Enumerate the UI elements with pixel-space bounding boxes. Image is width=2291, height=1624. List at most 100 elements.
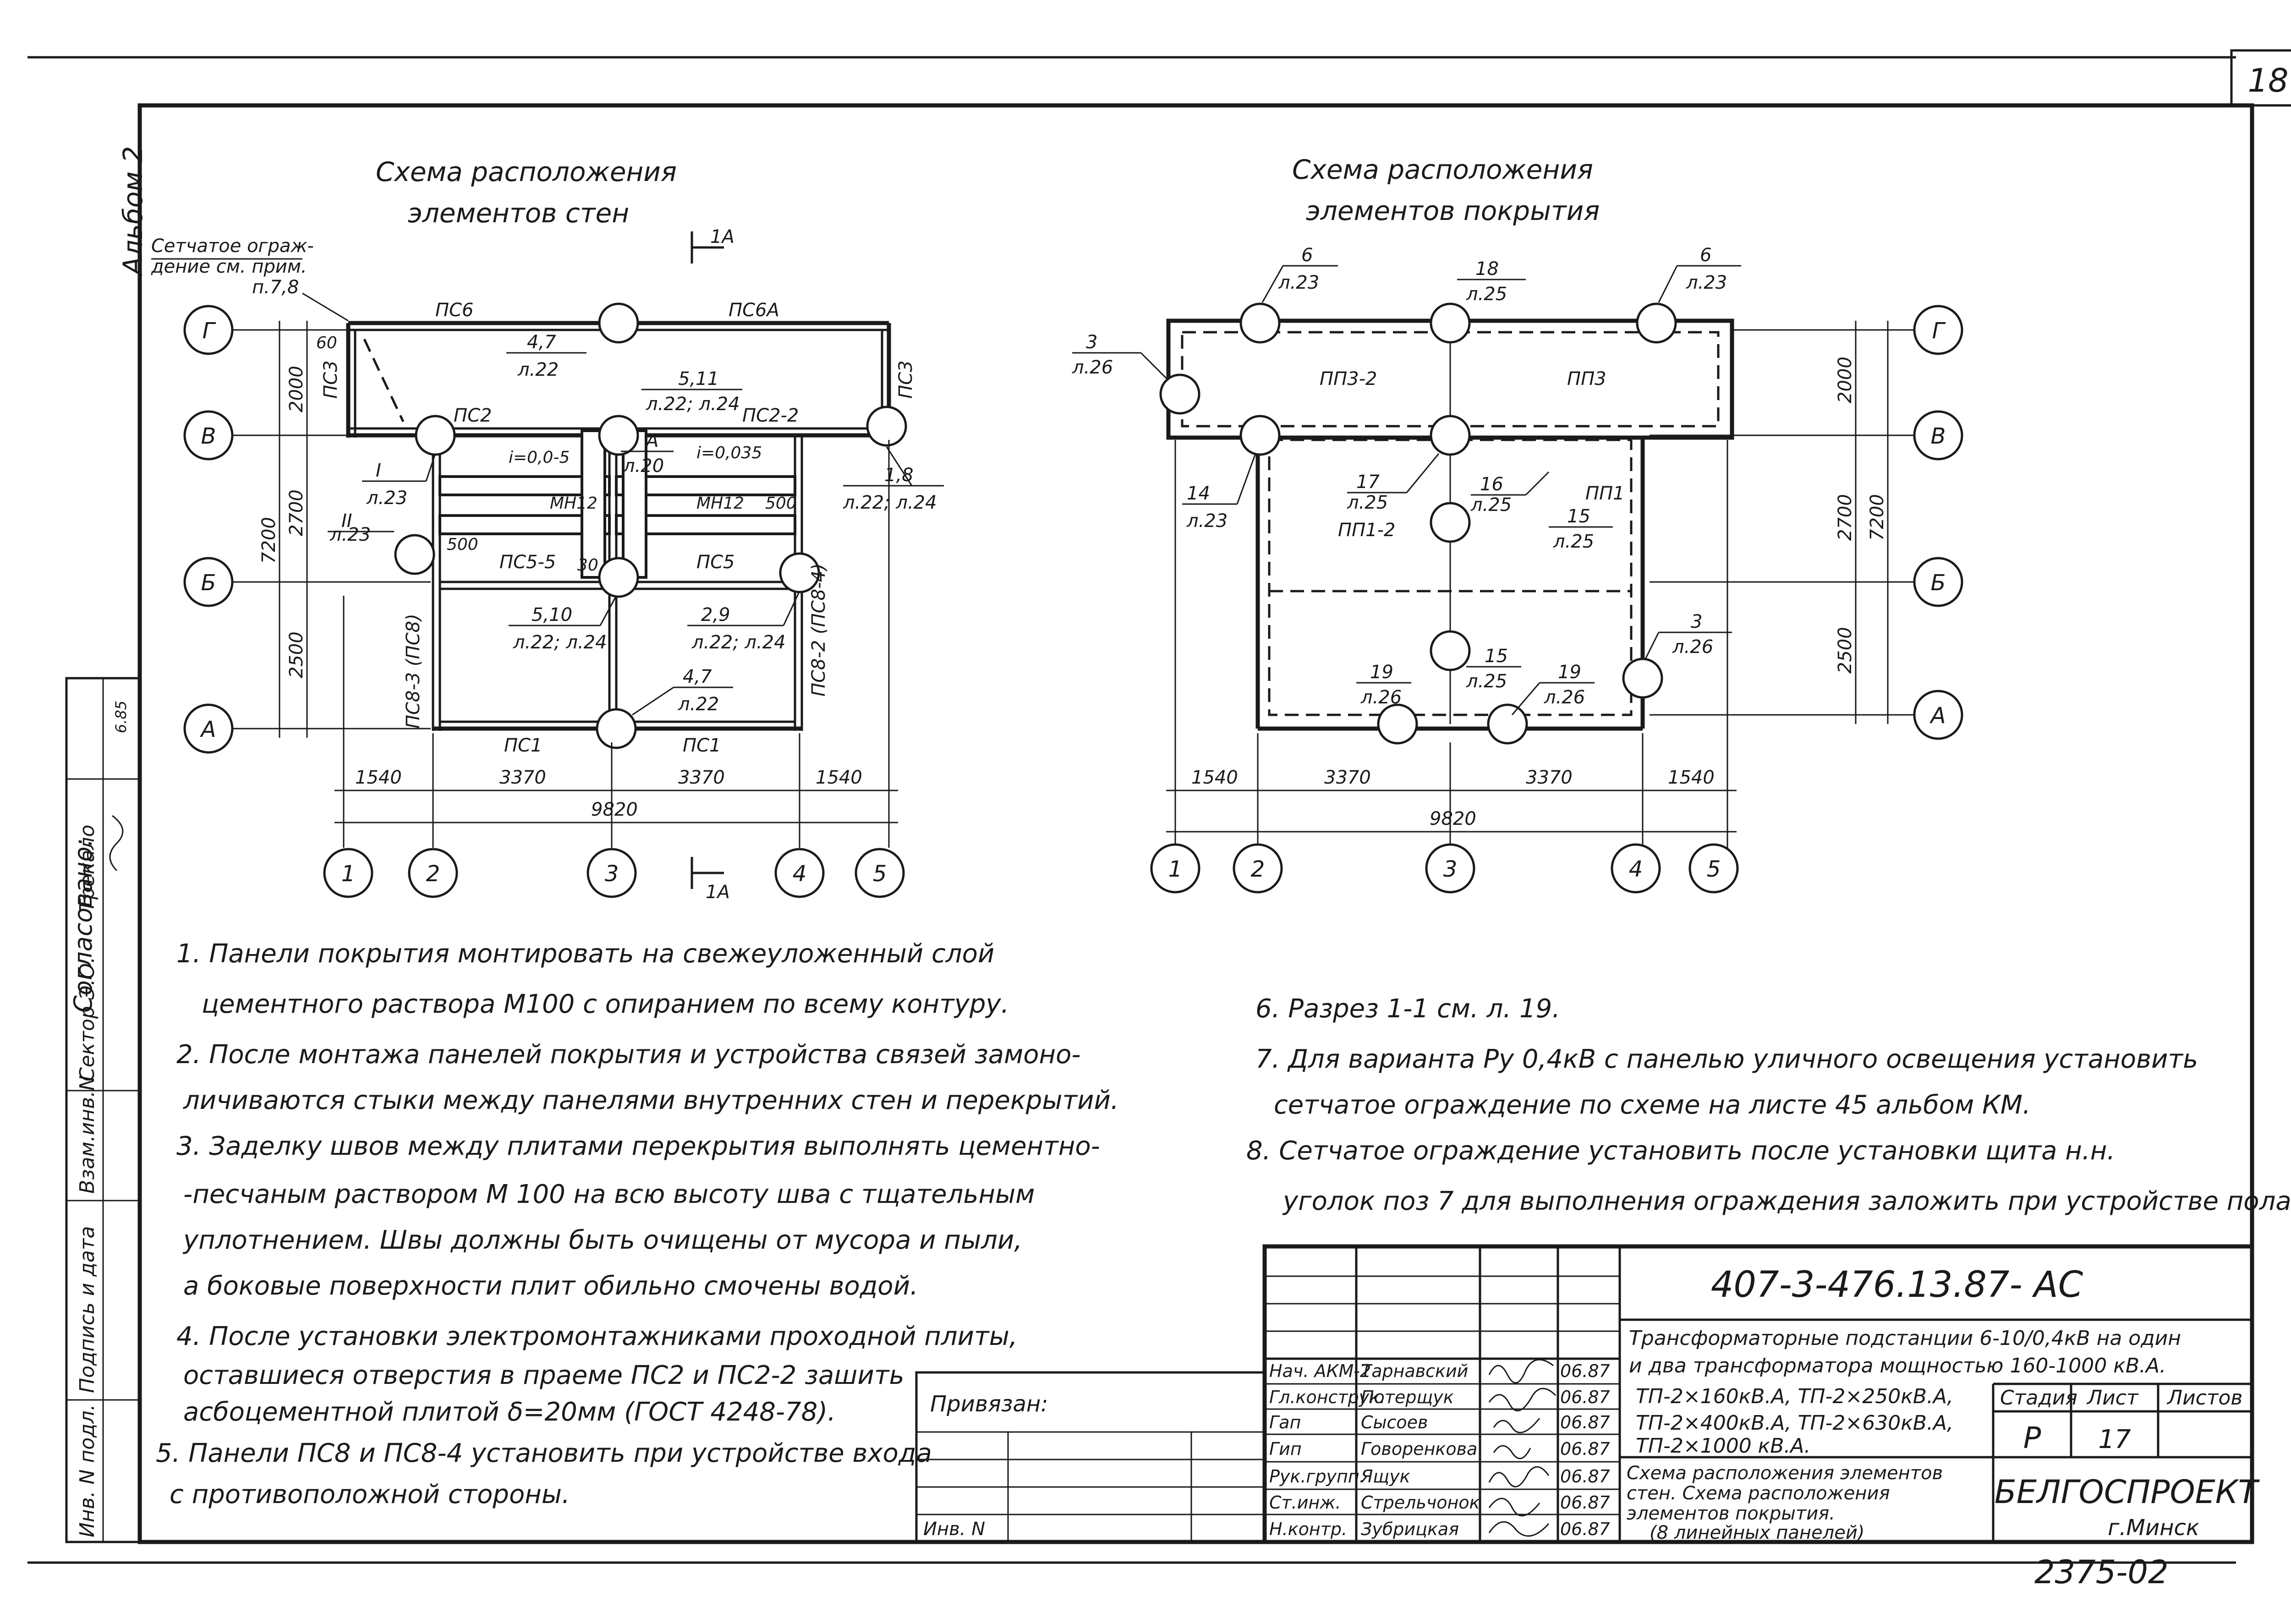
- dim-1540-right-b: 1540: [1668, 767, 1715, 788]
- svg-text:Гип: Гип: [1269, 1439, 1302, 1459]
- label-pp1: ПП1: [1585, 483, 1625, 504]
- note-7-a: 7. Для варианта Ру 0,4кВ с панелью уличн…: [1255, 1044, 2198, 1074]
- notes-left: 1. Панели покрытия монтировать на свежеу…: [156, 939, 1119, 1509]
- callout-I: I л.23: [362, 453, 436, 509]
- variants-line2: ТП-2×400кВ.А, ТП-2×630кВ.А,: [1636, 1411, 1953, 1435]
- axis-col-4-right: 4: [1629, 856, 1643, 882]
- svg-text:16: 16: [1480, 474, 1503, 495]
- dim-3370-right-a: 3370: [1324, 767, 1371, 788]
- walls-title-line2: элементов стен: [408, 198, 629, 229]
- walls-plan: Схема расположения элементов стен 1А Сет…: [151, 156, 944, 756]
- svg-text:л.26: л.26: [1072, 357, 1113, 378]
- sheet-number-box: [2230, 49, 2291, 107]
- svg-text:06.87: 06.87: [1560, 1492, 1610, 1513]
- dim-9820-right: 9820: [1430, 808, 1476, 829]
- svg-text:л.26: л.26: [1672, 636, 1713, 658]
- staff-row-3: Гап Сысоев 06.87: [1269, 1412, 1610, 1432]
- project-line1: Трансформаторные подстанции 6-10/0,4кВ н…: [1629, 1327, 2181, 1350]
- roof-callout-6-left: 6 л.23: [1261, 245, 1338, 303]
- label-ps8-2: ПС8-2 (ПС8-4): [808, 563, 829, 697]
- callout-4-7-bottom: 4,7 л.22: [632, 666, 733, 716]
- label-ps5-5: ПС5-5: [499, 552, 556, 573]
- label-mn12-left: МН12: [550, 494, 597, 513]
- dim-500-left: 500: [447, 535, 478, 554]
- project-line2: и два трансформатора мощностью 160-1000 …: [1629, 1354, 2166, 1377]
- svg-text:2,9: 2,9: [701, 604, 730, 625]
- drawing-line3: элементов покрытия.: [1627, 1503, 1835, 1524]
- svg-text:Тарнавский: Тарнавский: [1361, 1361, 1468, 1381]
- dim-3370-left-b: 3370: [678, 767, 725, 788]
- roof-callout-15-top: 15 л.25: [1549, 506, 1613, 552]
- stamp-signature: [109, 815, 124, 872]
- org-city: г.Минск: [2108, 1515, 2199, 1541]
- staff-row-7: Н.контр. Зубрицкая 06.87: [1269, 1519, 1610, 1539]
- dim-1540-left-b: 1540: [816, 767, 862, 788]
- svg-text:л.22: л.22: [678, 694, 719, 715]
- variants-line3: ТП-2×1000 кВ.А.: [1636, 1434, 1811, 1458]
- fence-note-1: Сетчатое ограж-: [151, 236, 314, 257]
- dim-500-right: 500: [765, 494, 797, 513]
- roof-plan-axes: Г В Б А 2000 2700 2500 7200 1540 3370 33…: [1150, 305, 1963, 894]
- svg-text:л.22; л.24: л.22; л.24: [691, 632, 786, 653]
- staff-row-4: Гип Говоренкова 06.87: [1269, 1439, 1610, 1459]
- svg-text:6: 6: [1301, 245, 1313, 266]
- note-3-a: 3. Заделку швов между плитами перекрытия…: [176, 1131, 1100, 1161]
- axis-row-V-right: В: [1931, 423, 1946, 449]
- dim-3370-right-b: 3370: [1526, 767, 1573, 788]
- stamp-sign-date: Подпись и дата: [76, 1226, 99, 1393]
- svg-text:17: 17: [1356, 472, 1380, 493]
- label-mn12-right: МН12: [696, 494, 744, 513]
- svg-text:4,7: 4,7: [683, 666, 712, 687]
- note-6: 6. Разрез 1-1 см. л. 19.: [1255, 994, 1560, 1024]
- svg-text:06.87: 06.87: [1560, 1412, 1610, 1432]
- stage-header: Стадия: [2000, 1386, 2077, 1410]
- svg-text:л.22; л.24: л.22; л.24: [513, 632, 607, 653]
- label-pp3-2: ПП3-2: [1320, 368, 1377, 390]
- staff-row-5: Рук.групп. Ящук 06.87: [1269, 1466, 1610, 1487]
- svg-text:Потерщук: Потерщук: [1361, 1387, 1454, 1407]
- roof-callout-19-right: 19 л.26: [1511, 662, 1595, 715]
- axis-col-2-left: 2: [426, 861, 440, 887]
- svg-text:3: 3: [1086, 332, 1097, 353]
- svg-text:А: А: [645, 430, 658, 451]
- svg-text:л.22; л.24: л.22; л.24: [646, 394, 740, 415]
- svg-text:06.87: 06.87: [1560, 1439, 1610, 1459]
- label-ps6: ПС6: [435, 300, 473, 321]
- svg-text:л.25: л.25: [1466, 671, 1507, 692]
- note-7-b: сетчатое ограждение по схеме на листе 45…: [1274, 1090, 2031, 1120]
- left-stamp: Согласовано: Сектор Э.О. Трекало 6.85 Вз…: [65, 677, 141, 1543]
- label-ps2: ПС2: [454, 405, 492, 426]
- callout-2-9: 2,9 л.22; л.24: [687, 591, 800, 653]
- note-5-b: с противоположной стороны.: [170, 1480, 570, 1509]
- roof-title-line2: элементов покрытия: [1306, 195, 1600, 226]
- label-ps1-left: ПС1: [504, 735, 542, 756]
- fence-note-2: дение см. прим.: [151, 256, 307, 277]
- note-4-b: оставшиеся отверстия в праеме ПС2 и ПС2-…: [183, 1361, 904, 1390]
- svg-text:5,11: 5,11: [678, 368, 719, 390]
- svg-text:06.87: 06.87: [1560, 1361, 1610, 1381]
- doc-code: 407-3-476.13.87- АС: [1711, 1264, 2083, 1306]
- note-3-d: а боковые поверхности плит обильно смоче…: [183, 1271, 918, 1301]
- note-3-b: -песчаным раствором М 100 на всю высоту …: [183, 1180, 1035, 1209]
- note-2-a: 2. После монтажа панелей покрытия и устр…: [176, 1040, 1081, 1070]
- label-ps5: ПС5: [696, 552, 734, 573]
- title-block: Нач. АКМ-2 Тарнавский 06.87 Гл.конструк.…: [1262, 1244, 2260, 1544]
- svg-text:15: 15: [1485, 646, 1508, 667]
- axis-row-B-left: Б: [201, 570, 216, 596]
- drawing-line4: (8 линейных панелей): [1650, 1522, 1864, 1543]
- label-ps1-right: ПС1: [683, 735, 721, 756]
- svg-text:I: I: [376, 460, 381, 481]
- label-pp3: ПП3: [1567, 368, 1606, 390]
- privyazan-inv: Инв. N: [923, 1519, 985, 1540]
- label-ps3-left: ПС3: [320, 361, 341, 399]
- dim-3370-left-a: 3370: [499, 767, 546, 788]
- roof-callout-18: 18 л.25: [1457, 258, 1526, 305]
- axis-col-4-left: 4: [793, 861, 807, 887]
- note-8-a: 8. Сетчатое ограждение установить после …: [1246, 1136, 2115, 1166]
- axis-col-2-right: 2: [1251, 856, 1265, 882]
- axis-col-5-right: 5: [1707, 856, 1721, 882]
- note-2-b: личиваются стыки между панелями внутренн…: [183, 1086, 1119, 1115]
- privyazan-block: Привязан: Инв. N: [915, 1371, 1266, 1543]
- svg-text:Рук.групп.: Рук.групп.: [1269, 1466, 1365, 1487]
- note-4-a: 4. После установки электромонтажниками п…: [176, 1322, 1018, 1351]
